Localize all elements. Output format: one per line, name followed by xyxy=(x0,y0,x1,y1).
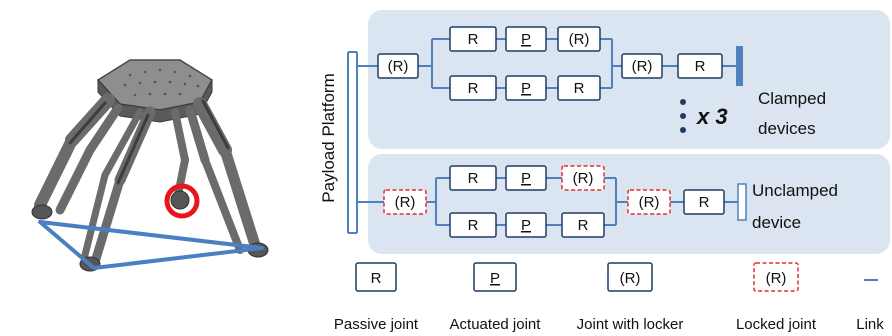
clamped-merge-joint: (R) xyxy=(632,58,653,75)
legend: R Passive joint P Actuated joint (R) Joi… xyxy=(334,262,884,333)
unclamped-root-joint: (R) xyxy=(395,194,416,211)
clamped-upper-joint-1: R xyxy=(468,31,479,48)
unclamped-chain: (R) R P (R) R P R (R) R xyxy=(383,165,747,238)
legend-locker-symbol: (R) xyxy=(620,270,641,287)
unclamped-lower-joint-2: P xyxy=(521,217,531,234)
legend-locked-label: Locked joint xyxy=(736,316,817,333)
clamped-end-plate xyxy=(736,46,743,86)
payload-platform-label: Payload Platform xyxy=(319,73,338,202)
clamped-chain: (R) R P (R) R P R (R) R xyxy=(377,26,743,101)
clamped-label-line2: devices xyxy=(758,119,816,138)
legend-link-label: Link xyxy=(856,316,884,333)
platform-bracket xyxy=(347,51,384,234)
unclamped-end-joint: R xyxy=(699,194,710,211)
unclamped-label-line2: device xyxy=(752,213,801,232)
unclamped-lower-joint-1: R xyxy=(468,217,479,234)
unclamped-lower-joint-3: R xyxy=(578,217,589,234)
clamped-upper-joint-2: P xyxy=(521,31,531,48)
legend-locker-label: Joint with locker xyxy=(577,316,684,333)
unclamped-upper-joint-1: R xyxy=(468,170,479,187)
unclamped-merge-joint: (R) xyxy=(639,194,660,211)
legend-passive-symbol: R xyxy=(371,270,382,287)
clamped-lower-joint-3: R xyxy=(574,80,585,97)
clamped-end-joint: R xyxy=(695,58,706,75)
clamped-count-label: x 3 xyxy=(696,104,728,129)
unclamped-label-line1: Unclamped xyxy=(752,181,838,200)
clamped-upper-joint-3: (R) xyxy=(569,31,590,48)
unclamped-upper-joint-2: P xyxy=(521,170,531,187)
clamped-panel xyxy=(368,10,890,149)
clamped-lower-joint-1: R xyxy=(468,80,479,97)
unclamped-end-plate xyxy=(737,183,747,221)
legend-passive-label: Passive joint xyxy=(334,316,419,333)
robot-illustration xyxy=(31,59,269,272)
ellipsis-icon xyxy=(680,99,686,133)
unclamped-upper-joint-3: (R) xyxy=(573,170,594,187)
legend-actuated-label: Actuated joint xyxy=(450,316,542,333)
legend-locked-symbol: (R) xyxy=(766,270,787,287)
clamped-label-line1: Clamped xyxy=(758,89,826,108)
clamped-root-joint: (R) xyxy=(388,58,409,75)
legend-actuated-symbol: P xyxy=(490,270,500,287)
clamped-lower-joint-2: P xyxy=(521,80,531,97)
